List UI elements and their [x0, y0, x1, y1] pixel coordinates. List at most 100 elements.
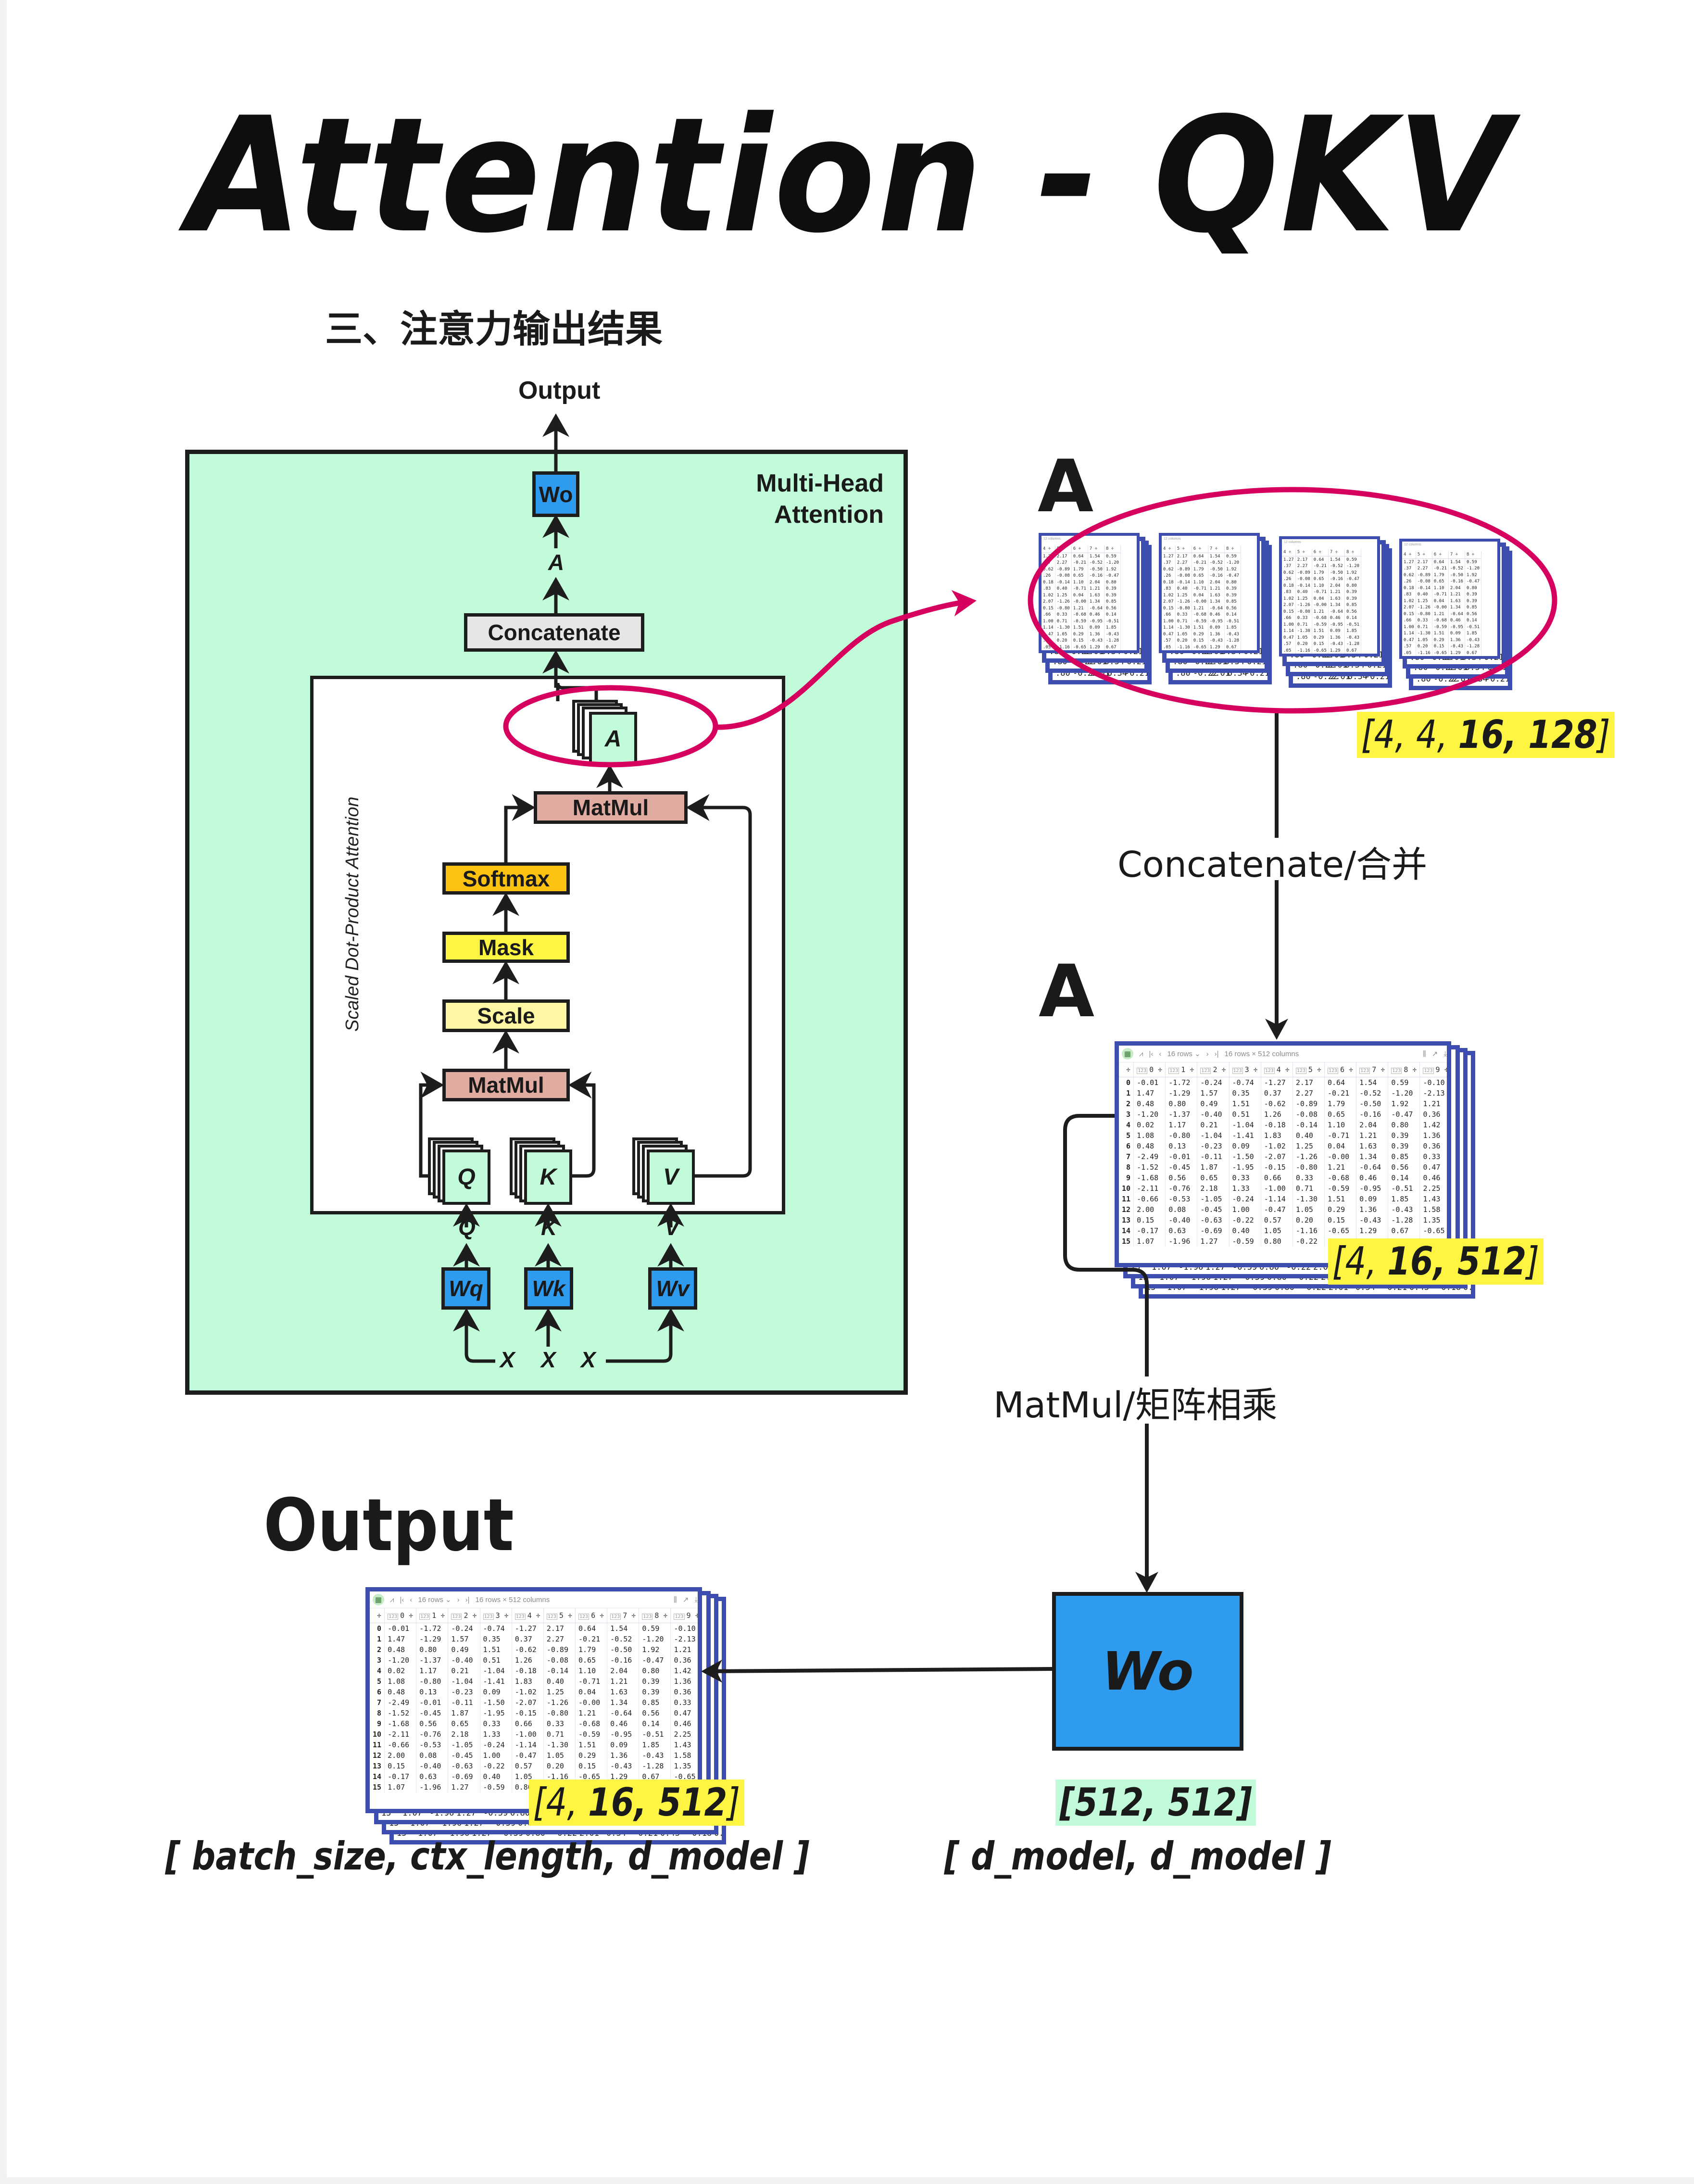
cell: -0.16 — [1448, 578, 1465, 585]
first-page-icon[interactable]: |‹ — [400, 1595, 404, 1604]
column-header[interactable]: 6 ÷ — [1071, 545, 1088, 553]
rows-dropdown[interactable]: 16 rows ⌄ — [1167, 1050, 1201, 1058]
column-header[interactable]: 7 ÷ — [1448, 551, 1465, 559]
prev-page-icon[interactable]: ‹ — [410, 1595, 413, 1604]
header-row: 4 ÷5 ÷6 ÷7 ÷8 ÷ — [1402, 551, 1482, 559]
column-header[interactable]: 4 ÷ — [1402, 551, 1416, 559]
last-page-icon[interactable]: ›| — [1214, 1049, 1219, 1058]
column-stats-icon[interactable]: ⫼ — [1422, 1049, 1426, 1058]
cell: 0.80 — [1465, 585, 1482, 592]
cell: 0.64 — [1432, 558, 1449, 566]
cell: 1.51 — [1192, 624, 1208, 631]
last-page-icon[interactable]: ›| — [465, 1595, 470, 1604]
concat-caption: Concatenate/合并 — [1115, 836, 1430, 887]
expand-icon[interactable]: ↗ — [682, 1596, 689, 1604]
next-page-icon[interactable]: › — [1206, 1049, 1209, 1058]
cell: 0.56 — [1224, 605, 1242, 612]
shape-bold: 16, 128 — [1458, 712, 1597, 757]
column-header[interactable]: 5 ÷ — [1416, 551, 1432, 559]
cell: 1.25 — [1292, 1141, 1325, 1151]
numeric-type-icon: 123 — [1168, 1068, 1180, 1074]
download-icon[interactable]: ⤓ — [1443, 1049, 1447, 1058]
cell: 0.39 — [1224, 585, 1242, 592]
column-header[interactable]: 5 ÷ — [1295, 548, 1312, 556]
download-icon[interactable]: ⤓ — [694, 1595, 698, 1604]
column-header[interactable]: 4 ÷ — [1282, 548, 1296, 556]
next-page-icon[interactable]: › — [457, 1595, 460, 1604]
first-page-icon[interactable]: |‹ — [1149, 1049, 1154, 1058]
arrow-softmax-to-matmul — [504, 794, 536, 862]
expand-icon[interactable]: ↗ — [1431, 1050, 1438, 1058]
cell: 0.80 — [1104, 579, 1121, 586]
column-stats-icon[interactable]: ⫼ — [673, 1595, 677, 1604]
cell: -1.05 — [448, 1740, 480, 1750]
table-view-icon[interactable]: ▦ — [373, 1594, 384, 1605]
index-header[interactable]: ÷ — [1119, 1062, 1134, 1077]
cell: 1.00 — [1229, 1204, 1261, 1215]
cell: 1.21 — [575, 1708, 608, 1718]
row-index: 11 — [370, 1740, 385, 1750]
cell: -1.16 — [1175, 644, 1192, 650]
column-header[interactable]: 6 ÷ — [1192, 545, 1208, 553]
cell: 1.35 — [1419, 1215, 1447, 1225]
full-table: ▦⩘|‹‹16 rows ⌄››|16 rows × 512 columns⫼↗… — [365, 1587, 702, 1813]
cell: -0.47 — [1261, 1204, 1293, 1215]
cell: 0.64 — [1192, 553, 1208, 560]
cell: 1.21 — [670, 1644, 698, 1655]
column-header[interactable]: 7 ÷ — [1208, 545, 1225, 553]
chart-view-icon[interactable]: ⩘ — [390, 1595, 394, 1604]
table-view-icon[interactable]: ▦ — [1122, 1048, 1133, 1060]
cell: -0.74 — [1229, 1077, 1261, 1088]
cell: 1.54 — [1448, 558, 1465, 566]
column-header[interactable]: 8 ÷ — [1104, 545, 1121, 553]
cell: 0.14 — [1344, 615, 1362, 621]
cell: 1.27 — [448, 1782, 480, 1793]
column-header[interactable]: 7 ÷ — [1328, 548, 1345, 556]
cell: 1.57 — [1197, 1088, 1230, 1098]
cell: 0.14 — [1465, 617, 1482, 624]
cell: 0.62 — [1162, 566, 1176, 573]
cell: 1.29 — [607, 1771, 640, 1782]
column-header[interactable]: 8 ÷ — [1224, 545, 1242, 553]
column-header[interactable]: 7 ÷ — [1088, 545, 1104, 553]
cell: 1.21 — [1448, 591, 1465, 598]
cell: 0.04 — [1071, 592, 1088, 599]
column-header[interactable]: 4 ÷ — [1041, 545, 1055, 553]
column-header[interactable]: 6 ÷ — [1312, 548, 1329, 556]
column-header[interactable]: 8 ÷ — [1465, 551, 1482, 559]
cell: 0.65 — [1312, 576, 1329, 582]
column-header[interactable]: 6 ÷ — [1432, 551, 1449, 559]
column-header[interactable]: 5 ÷ — [1175, 545, 1192, 553]
rows-dropdown[interactable]: 16 rows ⌄ — [418, 1596, 452, 1604]
cell: 1.21 — [1312, 608, 1329, 615]
index-header[interactable]: ÷ — [370, 1608, 385, 1623]
cell: 1.92 — [1224, 566, 1242, 573]
column-header[interactable]: 4 ÷ — [1162, 545, 1176, 553]
prev-page-icon[interactable]: ‹ — [1159, 1049, 1162, 1058]
chart-view-icon[interactable]: ⩘ — [1139, 1049, 1143, 1058]
column-header[interactable]: 8 ÷ — [1344, 548, 1362, 556]
cell: -1.04 — [448, 1676, 480, 1687]
